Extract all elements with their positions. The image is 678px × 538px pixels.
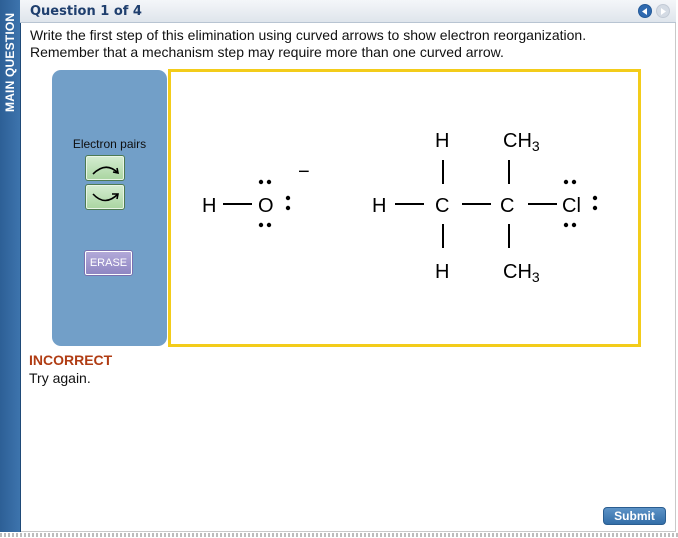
question-prompt: Write the first step of this elimination…: [30, 27, 660, 61]
lone-pair-dot: [258, 222, 264, 228]
previous-question-button[interactable]: [638, 4, 652, 18]
triangle-left-icon: [642, 7, 647, 15]
lone-pair-dot: [266, 179, 272, 185]
drawing-canvas[interactable]: H O − H C C Cl H H CH3 CH3: [168, 69, 641, 347]
lone-pair-dot: [563, 222, 569, 228]
hydroxide-charge: −: [298, 161, 310, 183]
question-header: Question 1 of 4: [20, 0, 676, 23]
lone-pair-dot: [285, 205, 291, 211]
molecule-drawing: H O − H C C Cl H H CH3 CH3: [202, 130, 598, 285]
main-question-tab[interactable]: MAIN QUESTION: [0, 0, 21, 532]
tool-panel: Electron pairs ERASE: [52, 70, 167, 346]
curved-arrow-over-icon: [92, 166, 120, 175]
hydroxide-o: O: [258, 195, 274, 217]
substrate-h-bottom: H: [435, 261, 449, 283]
feedback-message: Try again.: [29, 370, 91, 386]
lone-pair-dot: [258, 179, 264, 185]
lone-pair-dot: [571, 179, 577, 185]
erase-button[interactable]: ERASE: [85, 251, 132, 275]
substrate-h-top: H: [435, 130, 449, 152]
triangle-right-icon: [661, 7, 666, 15]
lone-pair-dot: [266, 222, 272, 228]
main-question-label: MAIN QUESTION: [3, 12, 17, 112]
hydroxide-h: H: [202, 195, 216, 217]
prompt-line-1: Write the first step of this elimination…: [30, 27, 587, 43]
substrate-ch3-top: CH3: [503, 130, 540, 154]
substrate-h-left: H: [372, 195, 386, 217]
lone-pair-dot: [592, 205, 598, 211]
prompt-line-2: Remember that a mechanism step may requi…: [30, 44, 504, 60]
feedback-status: INCORRECT: [29, 352, 113, 368]
curved-arrow-button-1[interactable]: [85, 155, 125, 181]
question-title: Question 1 of 4: [30, 4, 142, 19]
next-question-button[interactable]: [656, 4, 670, 18]
lone-pair-dot: [592, 195, 598, 201]
curved-arrow-under-icon: [92, 193, 119, 202]
substrate-ch3-bottom: CH3: [503, 261, 540, 285]
submit-button[interactable]: Submit: [603, 507, 666, 525]
substrate-cl: Cl: [562, 195, 581, 217]
curved-arrow-button-2[interactable]: [85, 184, 125, 210]
substrate-c1: C: [435, 195, 449, 217]
electron-pairs-label: Electron pairs: [72, 137, 147, 151]
substrate-c2: C: [500, 195, 514, 217]
lone-pair-dot: [571, 222, 577, 228]
bottom-divider: [0, 533, 678, 537]
lone-pair-dot: [285, 195, 291, 201]
lone-pair-dot: [563, 179, 569, 185]
